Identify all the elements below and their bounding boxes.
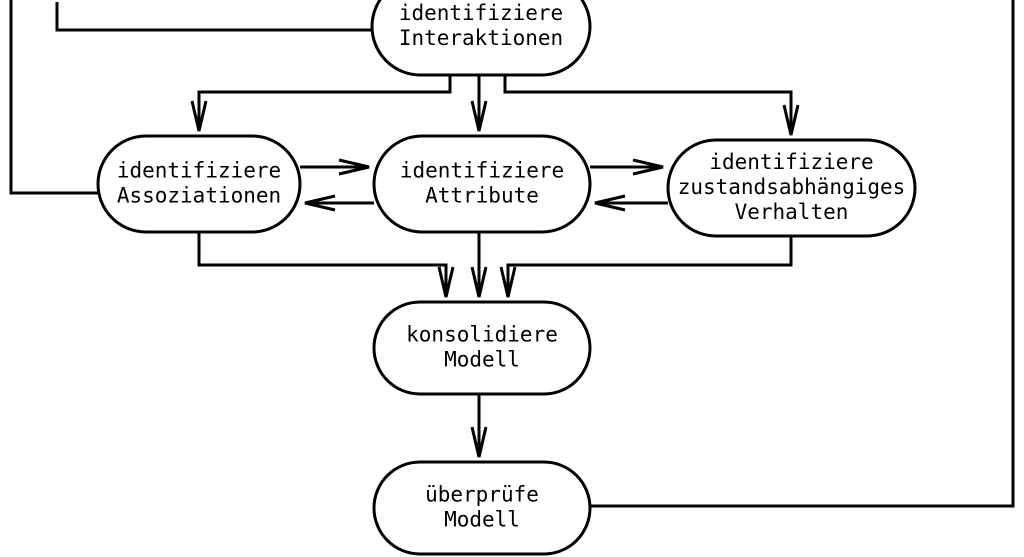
edge-attribute-to-verhalten: [590, 158, 664, 176]
edge-interaktionen-to-assoziationen: [190, 75, 452, 132]
edge-konsolidiere-to-ueberpruefe: [470, 394, 488, 458]
edges-layer: [9, 0, 1015, 508]
edge-assoziationen-to-attribute: [300, 158, 370, 176]
node-shape: [372, 300, 592, 396]
arrowhead: [437, 266, 455, 298]
edge-attribute-to-assoziationen: [304, 194, 374, 212]
edge-line: [9, 0, 117, 195]
arrowhead: [470, 426, 488, 458]
node-shape: [666, 138, 917, 238]
edge-attribute-to-konsolidiere: [470, 232, 488, 298]
node-shape: [372, 134, 592, 234]
edge-verhalten-to-konsolidiere: [499, 236, 793, 298]
edge-offscreen-left-to-assoziationen: [9, 0, 117, 195]
arrowhead: [499, 266, 517, 298]
node-shape: [372, 460, 592, 556]
arrowhead: [632, 158, 664, 176]
arrowhead: [594, 194, 626, 212]
arrowhead: [304, 194, 336, 212]
edge-line: [503, 75, 793, 135]
edge-assoziationen-to-konsolidiere: [197, 232, 455, 298]
arrowhead: [190, 100, 208, 132]
arrowhead: [470, 100, 488, 132]
edge-interaktionen-feedback-left: [55, 2, 372, 32]
arrowhead: [338, 158, 370, 176]
edge-line: [590, 0, 1015, 508]
edge-interaktionen-to-verhalten: [503, 75, 800, 136]
node-shape: [96, 134, 302, 234]
node-shape: [370, 0, 592, 77]
edge-interaktionen-to-attribute: [470, 75, 488, 132]
edge-line: [197, 232, 448, 297]
edge-ueberpruefe-feedback-right: [590, 0, 1015, 508]
arrowhead: [470, 266, 488, 298]
arrowhead: [782, 104, 800, 136]
edge-line: [506, 236, 793, 297]
edge-verhalten-to-attribute: [594, 194, 668, 212]
edge-line: [55, 2, 372, 32]
edge-line: [197, 75, 452, 131]
